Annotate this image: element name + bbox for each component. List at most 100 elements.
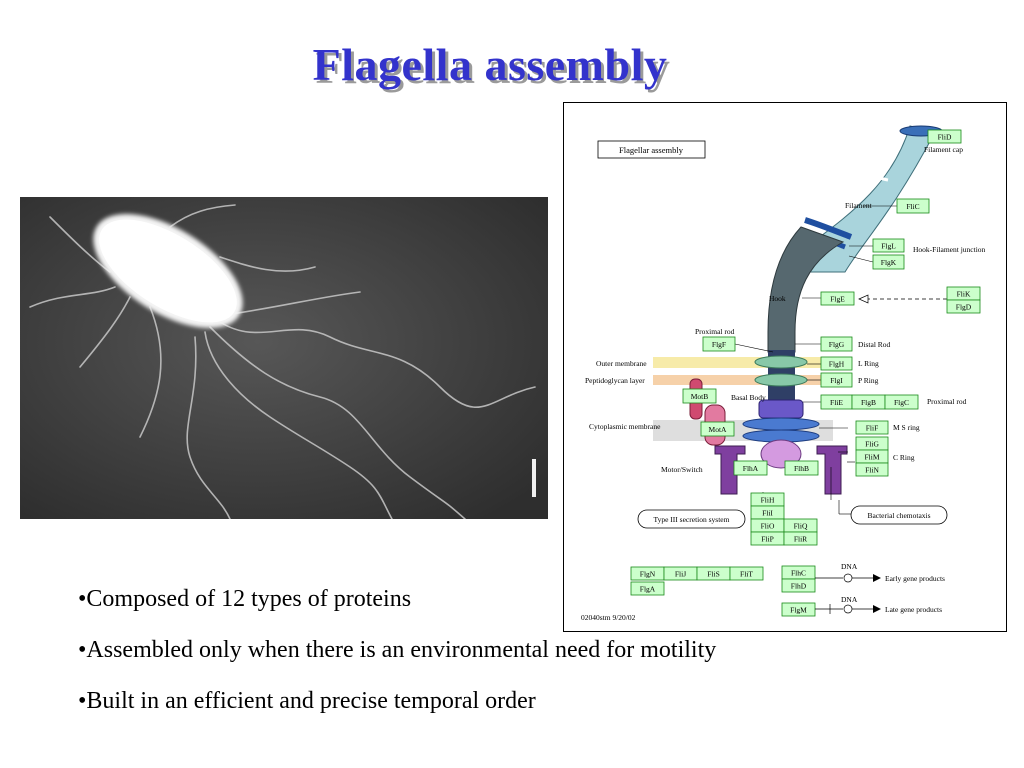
label-FlgL: FlgL	[881, 242, 896, 251]
label-FlgA: FlgA	[640, 585, 656, 594]
label-FliE: FliE	[830, 398, 843, 407]
label-FlgN: FlgN	[640, 570, 656, 579]
box-MotB	[682, 388, 717, 404]
diagram-footer: 02040stm 9/20/02	[581, 613, 636, 622]
box-FlgL	[872, 238, 905, 253]
label-chemotaxis: Bacterial chemotaxis	[867, 511, 930, 520]
box-FliR	[783, 531, 818, 546]
label-proximal-rod-right: Proximal rod	[927, 397, 967, 406]
label-FlgI: FlgI	[830, 376, 843, 385]
diagram-title-box	[597, 140, 706, 159]
junction-ring-1	[804, 217, 853, 240]
bullet-list: •Composed of 12 types of proteins •Assem…	[78, 582, 978, 735]
label-FlgG: FlgG	[829, 340, 845, 349]
label-dna-early: DNA	[841, 562, 858, 571]
box-FlgK	[872, 254, 905, 270]
late-arrow-icon	[873, 605, 881, 613]
box-FlhD	[781, 578, 816, 593]
label-FliM: FliM	[864, 453, 879, 462]
label-FliQ: FliQ	[794, 522, 808, 531]
label-FliF: FliF	[866, 424, 879, 433]
label-FlgD: FlgD	[956, 303, 972, 312]
label-FlgM: FlgM	[790, 606, 807, 615]
label-MotB: MotB	[691, 392, 709, 401]
bullet-item: •Composed of 12 types of proteins	[78, 586, 412, 612]
label-basal-body: Basal Body	[731, 393, 766, 402]
label-FliI: FliI	[762, 509, 773, 518]
label-FlhD: FlhD	[791, 582, 807, 591]
label-p-ring: P Ring	[858, 376, 879, 385]
box-FlgG	[820, 336, 853, 352]
box-FliD	[927, 129, 962, 144]
c-ring-left	[714, 445, 746, 495]
box-FlgF	[702, 336, 736, 352]
label-hook: Hook	[769, 294, 786, 303]
label-FliJ: FliJ	[675, 570, 686, 579]
label-distal-rod: Distal Rod	[858, 340, 891, 349]
label-FliC: FliC	[906, 202, 919, 211]
label-peptidoglycan-layer: Peptidoglycan layer	[585, 376, 645, 385]
filament	[792, 125, 936, 273]
label-FlhB: FlhB	[794, 464, 809, 473]
label-FlgK: FlgK	[881, 258, 897, 267]
c-ring-right	[816, 445, 848, 495]
l-ring	[754, 355, 808, 369]
box-FlhA	[733, 460, 768, 476]
label-outer-membrane: Outer membrane	[596, 359, 647, 368]
type3-system-box	[637, 509, 746, 529]
label-motor-switch: Motor/Switch	[661, 465, 703, 474]
chemotaxis-box	[850, 505, 948, 525]
label-FlgB: FlgB	[861, 398, 876, 407]
box-FlgI	[820, 372, 853, 388]
slide-title: Flagella assembly	[312, 39, 668, 90]
box-FliN	[855, 462, 889, 477]
label-FliT: FliT	[740, 570, 753, 579]
label-MotA: MotA	[709, 425, 728, 434]
label-FlgE: FlgE	[830, 295, 845, 304]
label-filament: Filament	[845, 201, 873, 210]
bullet-item: •Assembled only when there is an environ…	[78, 637, 717, 663]
diagram-title: Flagellar assembly	[619, 145, 684, 155]
box-FlgC	[884, 394, 919, 410]
label-FlgC: FlgC	[894, 398, 909, 407]
box-FlhB	[784, 460, 819, 476]
box-FlgH	[820, 356, 853, 371]
label-c-ring: C Ring	[893, 453, 915, 462]
bullet-item: •Built in an efficient and precise tempo…	[78, 688, 536, 714]
bacterium-micrograph	[20, 197, 548, 519]
label-FlgF: FlgF	[712, 340, 726, 349]
box-FlgA	[630, 581, 665, 596]
box-FlgE	[820, 291, 855, 306]
label-FlhC: FlhC	[791, 569, 806, 578]
label-l-ring: L Ring	[858, 359, 879, 368]
label-proximal-rod-top: Proximal rod	[695, 327, 735, 336]
label-FliS: FliS	[707, 570, 720, 579]
box-FlgD	[946, 299, 981, 314]
label-early-products: Early gene products	[885, 574, 945, 583]
box-FliF	[855, 420, 889, 435]
outer-membrane-band	[653, 357, 823, 368]
label-dna-late: DNA	[841, 595, 858, 604]
label-FliO: FliO	[761, 522, 775, 531]
label-FliG: FliG	[865, 440, 879, 449]
label-type3-system: Type III secretion system	[654, 515, 730, 524]
box-FliC	[896, 198, 930, 214]
peptidoglycan-band	[653, 375, 823, 385]
label-FliH: FliH	[761, 496, 775, 505]
label-FliN: FliN	[865, 466, 879, 475]
label-cytoplasmic-membrane: Cytoplasmic membrane	[589, 422, 661, 431]
filament-break	[857, 174, 889, 182]
box-FliT	[729, 566, 764, 581]
label-FliP: FliP	[761, 535, 774, 544]
p-ring	[754, 373, 808, 387]
label-hook-filament-junction: Hook-Filament junction	[913, 245, 986, 254]
label-filament-cap: Filament cap	[924, 145, 963, 154]
box-FlgM	[781, 602, 816, 617]
label-FliK: FliK	[957, 290, 971, 299]
early-arrow-icon	[873, 574, 881, 582]
label-FliR: FliR	[794, 535, 807, 544]
basal-body	[758, 399, 804, 419]
box-MotA	[700, 421, 735, 437]
label-FliD: FliD	[938, 133, 952, 142]
label-late-products: Late gene products	[885, 605, 942, 614]
